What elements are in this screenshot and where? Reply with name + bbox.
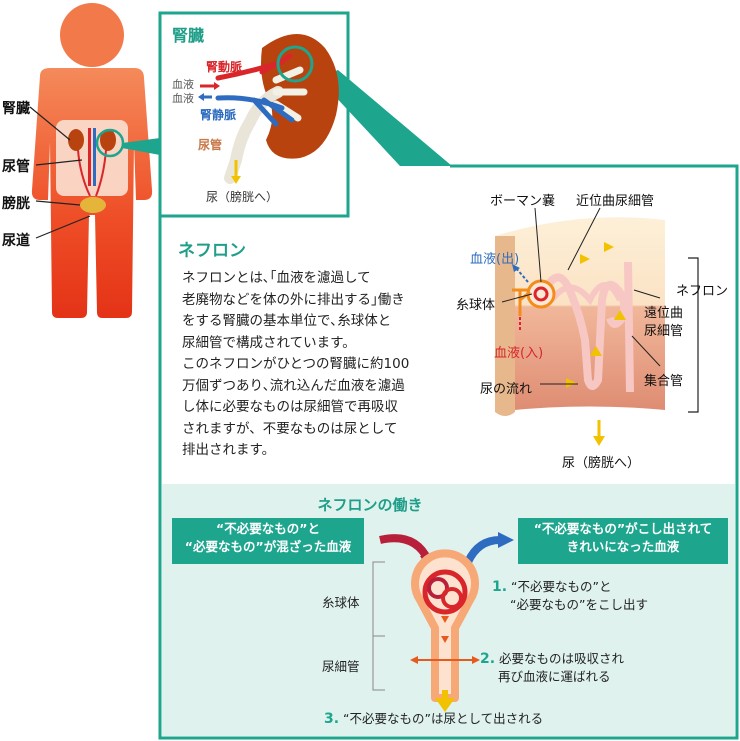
step-1-line-1: “不必要なもの”と — [511, 579, 612, 594]
nephron-zoom-wedge — [318, 70, 452, 166]
nephron-workings-illustration — [372, 532, 514, 712]
description-line: このネフロンがひとつの腎臓に約100 — [182, 356, 410, 372]
mixed-blood-box: “不必要なもの”と “必要なもの”が混ざった血液 — [172, 518, 364, 564]
step-2: 2. 必要なものは吸収され 再び血液に運ばれる — [480, 650, 624, 685]
urine-out-label: 尿（膀胱へ） — [562, 456, 641, 471]
step-1-line-2: “必要なもの”をこし出す — [510, 597, 648, 612]
kidney-panel-title: 腎臓 — [172, 26, 205, 45]
step-1-number: 1. — [492, 579, 508, 595]
description-line: をする腎臓の基本単位で､糸球体と — [182, 313, 392, 329]
description-line: されますが、不要なものは尿として — [182, 420, 398, 437]
urine-to-bladder-label: 尿（膀胱へ） — [206, 190, 279, 204]
step-3: 3. “不必要なもの”は尿として出される — [324, 710, 543, 728]
description-line: 老廃物などを体の外に排出する｣働き — [182, 291, 405, 308]
glomerulus-label: 糸球体 — [456, 298, 496, 313]
renal-vein-label: 腎静脈 — [200, 108, 237, 122]
step-1: 1. “不必要なもの”と “必要なもの”をこし出す — [492, 578, 648, 613]
body-label-ureter: 尿管 — [2, 159, 30, 175]
step-3-text: “不必要なもの”は尿として出される — [343, 711, 544, 726]
renal-artery-label: 腎動脈 — [206, 60, 243, 74]
clean-blood-line-1: “不必要なもの”がこし出されて — [533, 521, 713, 536]
body-label-bladder: 膀胱 — [2, 196, 30, 212]
nephron-title: ネフロン — [178, 241, 246, 261]
human-body-figure — [29, 3, 153, 318]
blood-out-nephron-label: 血液(出) — [470, 252, 520, 267]
description-line: 排出されます。 — [182, 442, 276, 458]
clean-blood-box: “不必要なもの”がこし出されて きれいになった血液 — [518, 518, 728, 564]
kidney-illustration — [198, 34, 339, 184]
zoom-connector — [122, 138, 160, 155]
description-line: ネフロンとは､｢血液を濾過して — [182, 270, 371, 286]
workings-glomerulus-label: 糸球体 — [322, 595, 360, 610]
collecting-duct-label: 集合管 — [644, 374, 684, 389]
step-3-number: 3. — [324, 711, 340, 727]
proximal-tubule-label: 近位曲尿細管 — [576, 194, 655, 209]
clean-blood-line-2: きれいになった血液 — [566, 539, 680, 554]
body-label-kidney: 腎臓 — [2, 101, 30, 117]
blood-in-label: 血液 — [172, 78, 194, 91]
step-2-line-2: 再び血液に運ばれる — [498, 669, 611, 684]
distal-tubule-label-2: 尿細管 — [644, 324, 684, 339]
bowman-label: ボーマン嚢 — [490, 194, 556, 209]
step-2-line-1: 必要なものは吸収され — [499, 651, 625, 666]
workings-title: ネフロンの働き — [317, 496, 423, 514]
nephron-section-illustration — [495, 207, 699, 446]
urine-flow-label: 尿の流れ — [480, 382, 533, 397]
blood-out-label: 血液 — [172, 92, 194, 105]
mixed-blood-line-2: “必要なもの”が混ざった血液 — [184, 539, 352, 554]
description-line: 尿細管で構成されています。 — [182, 334, 356, 351]
description-line: 万個ずつあり､流れ込んだ血液を濾過 — [182, 377, 405, 394]
distal-tubule-label-1: 遠位曲 — [644, 306, 684, 321]
nephron-description: ネフロンとは､｢血液を濾過して 老廃物などを体の外に排出する｣働き をする腎臓の… — [182, 268, 452, 462]
nephron-bracket-label: ネフロン — [676, 284, 729, 299]
step-2-number: 2. — [480, 651, 496, 667]
blood-in-nephron-label: 血液(入) — [494, 346, 544, 361]
description-line: し体に必要なものは尿細管で再吸収 — [182, 399, 398, 415]
body-label-urethra: 尿道 — [2, 233, 30, 249]
ureter-panel-label: 尿管 — [198, 138, 223, 152]
workings-tubule-label: 尿細管 — [322, 659, 360, 674]
mixed-blood-line-1: “不必要なもの”と — [216, 521, 320, 536]
